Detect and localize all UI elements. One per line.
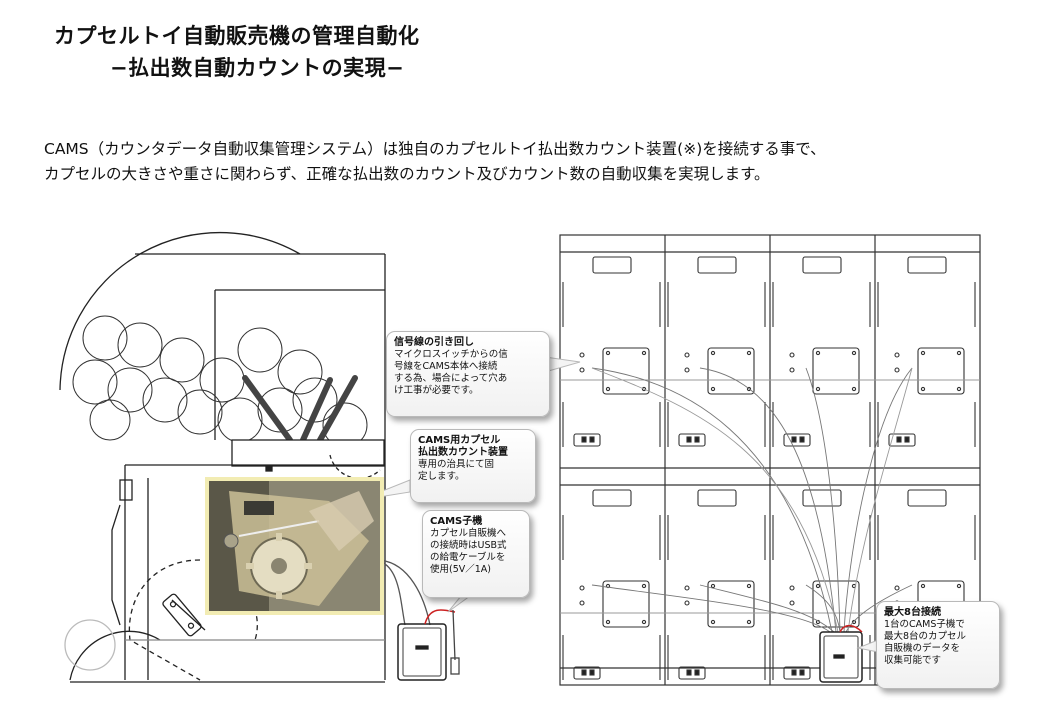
callout-child-body: カプセル自販機へ の接続時はUSB式 の給電ケーブルを 使用(5V／1A) [430, 528, 507, 575]
callout-signal-title: 信号線の引き回し [394, 337, 474, 348]
callout-signal-body: マイクロスイッチからの信 号線をCAMS本体へ接続 する為、場合によって穴あ け… [394, 349, 508, 396]
callout-counter-title: CAMS用カプセル 払出数カウント装置 [418, 435, 508, 458]
callout-child-title: CAMS子機 [430, 516, 483, 527]
machine-grid [559, 234, 981, 686]
capsule-vending-machine [59, 231, 386, 683]
callout-max-body: 1台のCAMS子機で 最大8台のカプセル 自販機のデータを 収集可能です [884, 619, 967, 666]
page-subtitle: −払出数自動カウントの実現− [110, 56, 405, 80]
callout-counter-body: 専用の治具にて固 定します。 [418, 459, 495, 482]
grid-machine-cell [560, 256, 665, 447]
grid-machine-cell [770, 489, 875, 680]
gear-mechanism-icon [209, 481, 380, 611]
page-title: カプセルトイ自動販売機の管理自動化 [54, 24, 420, 48]
callout-signal-wire: 信号線の引き回し マイクロスイッチからの信 号線をCAMS本体へ接続 する為、場… [386, 331, 550, 417]
intro-text: CAMS（カウンタデータ自動収集管理システム）は独自のカプセルトイ払出数カウント… [44, 137, 826, 187]
callout-counter-device: CAMS用カプセル 払出数カウント装置 専用の治具にて固 定します。 [410, 429, 536, 503]
grid-machine-cell [560, 489, 665, 680]
signal-cables [591, 367, 913, 633]
callout-max-title: 最大8台接続 [884, 607, 941, 618]
intro-line-2: カプセルの大きさや重さに関わらず、正確な払出数のカウント及びカウント数の自動収集… [44, 165, 770, 183]
cams-child-unit-left [397, 609, 460, 681]
counter-device-photo [205, 477, 384, 615]
cams-child-unit-right [819, 624, 863, 683]
grid-machine-cell [665, 489, 770, 680]
callout-max-eight: 最大8台接続 1台のCAMS子機で 最大8台のカプセル 自販機のデータを 収集可… [876, 601, 1000, 689]
grid-machine-cell [875, 256, 980, 447]
grid-machine-cell [770, 256, 875, 447]
intro-line-1: CAMS（カウンタデータ自動収集管理システム）は独自のカプセルトイ払出数カウント… [44, 140, 826, 158]
callout-child-unit: CAMS子機 カプセル自販機へ の接続時はUSB式 の給電ケーブルを 使用(5V… [422, 510, 530, 598]
grid-machine-cell [665, 256, 770, 447]
